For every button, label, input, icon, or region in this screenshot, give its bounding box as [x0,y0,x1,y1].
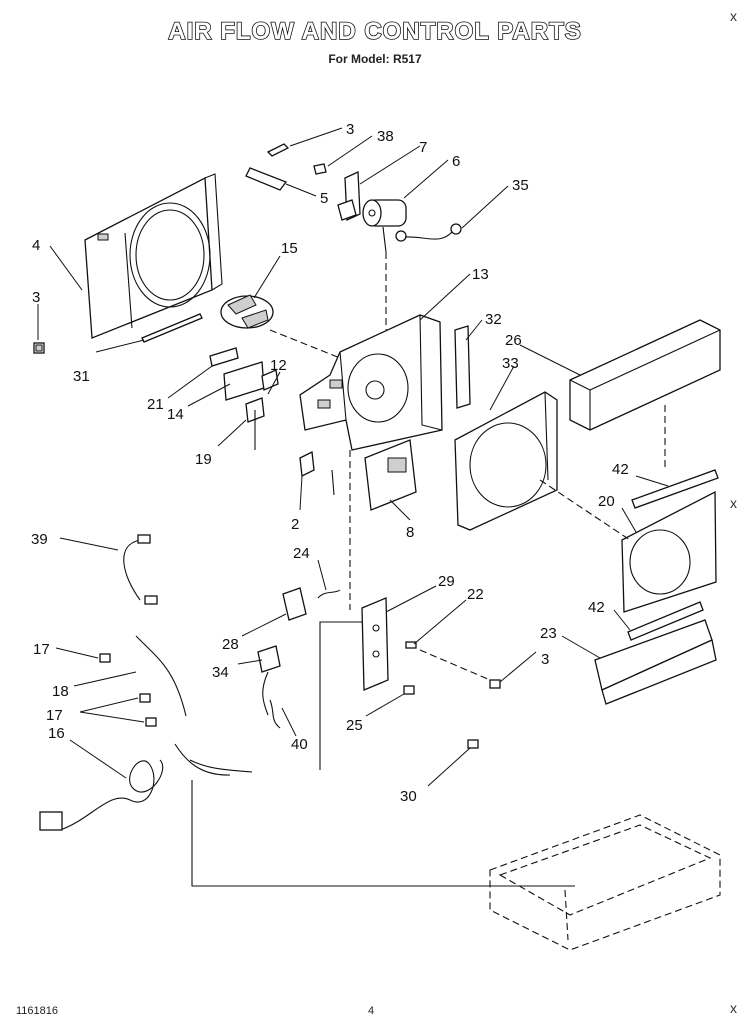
document-number: 1161816 [16,1005,59,1017]
corner-mark-top-right: x [730,8,737,24]
callout-7: 7 [419,139,427,156]
wire-18-part [135,635,187,717]
gasket-42-lower-part [627,601,704,641]
alignment-line [269,329,341,359]
alignment-line [419,649,491,681]
callout-3: 3 [346,121,354,138]
switch-34-part [257,645,281,729]
callout-28: 28 [222,636,239,653]
callout-38: 38 [377,128,394,145]
callout-32: 32 [485,311,502,328]
capacitor-bracket-part [337,171,361,221]
harness-wire [191,780,575,887]
callout-labels: 3 38 7 6 35 5 4 15 13 3 32 26 31 12 33 2… [31,121,629,805]
callout-4: 4 [32,237,40,254]
knob-bracket-part [299,451,335,496]
gasket-31-part [141,313,203,343]
bracket-5-part [245,167,288,191]
callout-40: 40 [291,736,308,753]
screw-22-part [405,641,417,649]
bar-32-part [454,325,471,409]
harness-wire [319,621,362,770]
callout-22: 22 [467,586,484,603]
control-board-part [364,439,417,511]
callout-13: 13 [472,266,489,283]
callout-15: 15 [281,240,298,257]
callout-19: 19 [195,451,212,468]
callout-8: 8 [406,524,414,541]
fan-blade-part [220,294,274,329]
screw-38-part [313,163,327,175]
callout-17: 17 [33,641,50,658]
leader-lines [37,127,669,787]
base-tray-part [594,619,717,705]
callout-16: 16 [48,725,65,742]
chassis-reference-outline [489,814,721,951]
callout-26: 26 [505,332,522,349]
callout-39: 39 [31,531,48,548]
callout-18: 18 [52,683,69,700]
screw-25-part [403,685,415,695]
page-number: 4 [368,1005,375,1017]
page-title: AIR FLOW AND CONTROL PARTS [167,17,582,46]
fan-shroud-part [84,173,223,339]
callout-14: 14 [167,406,184,423]
callout-2: 2 [291,516,299,533]
relay-part [282,587,307,621]
alignment-line [539,479,631,541]
scroll-housing-part [454,391,558,531]
screw-3-lower-part [489,679,501,689]
callout-31: 31 [73,368,90,385]
callout-3: 3 [32,289,40,306]
cable-24-part [317,589,341,599]
callout-5: 5 [320,190,328,207]
callout-24: 24 [293,545,310,562]
callout-20: 20 [598,493,615,510]
callout-34: 34 [212,664,229,681]
callout-23: 23 [540,625,557,642]
screw-17-upper-part [99,653,111,663]
corner-mark-right-middle: x [730,495,737,511]
corner-mark-bottom-right: x [730,1000,737,1016]
callout-3: 3 [541,651,549,668]
power-cord-part [39,743,253,831]
screw-17-lower-part [145,717,157,727]
callout-25: 25 [346,717,363,734]
screw-17-mid-part [139,693,151,703]
screw-30-part [467,739,479,749]
callout-17: 17 [46,707,63,724]
terminal-block-part [361,597,389,691]
screw-part [33,342,45,354]
callout-21: 21 [147,396,164,413]
callout-30: 30 [400,788,417,805]
bracket-screw-part [266,143,290,157]
callout-12: 12 [270,357,287,374]
callout-29: 29 [438,573,455,590]
ground-wire-part [395,223,462,242]
orifice-panel-part [621,490,717,613]
gasket-42-upper-part [631,469,719,509]
callout-33: 33 [502,355,519,372]
callout-6: 6 [452,153,460,170]
callout-42: 42 [612,461,629,478]
air-duct-part [569,319,721,431]
wire-harness-part [123,534,158,605]
callout-35: 35 [512,177,529,194]
switch-assembly-part [209,347,279,450]
page-subtitle: For Model: R517 [328,52,422,66]
callout-42: 42 [588,599,605,616]
capacitor-part [362,199,407,253]
control-panel-bracket-part [299,314,443,451]
